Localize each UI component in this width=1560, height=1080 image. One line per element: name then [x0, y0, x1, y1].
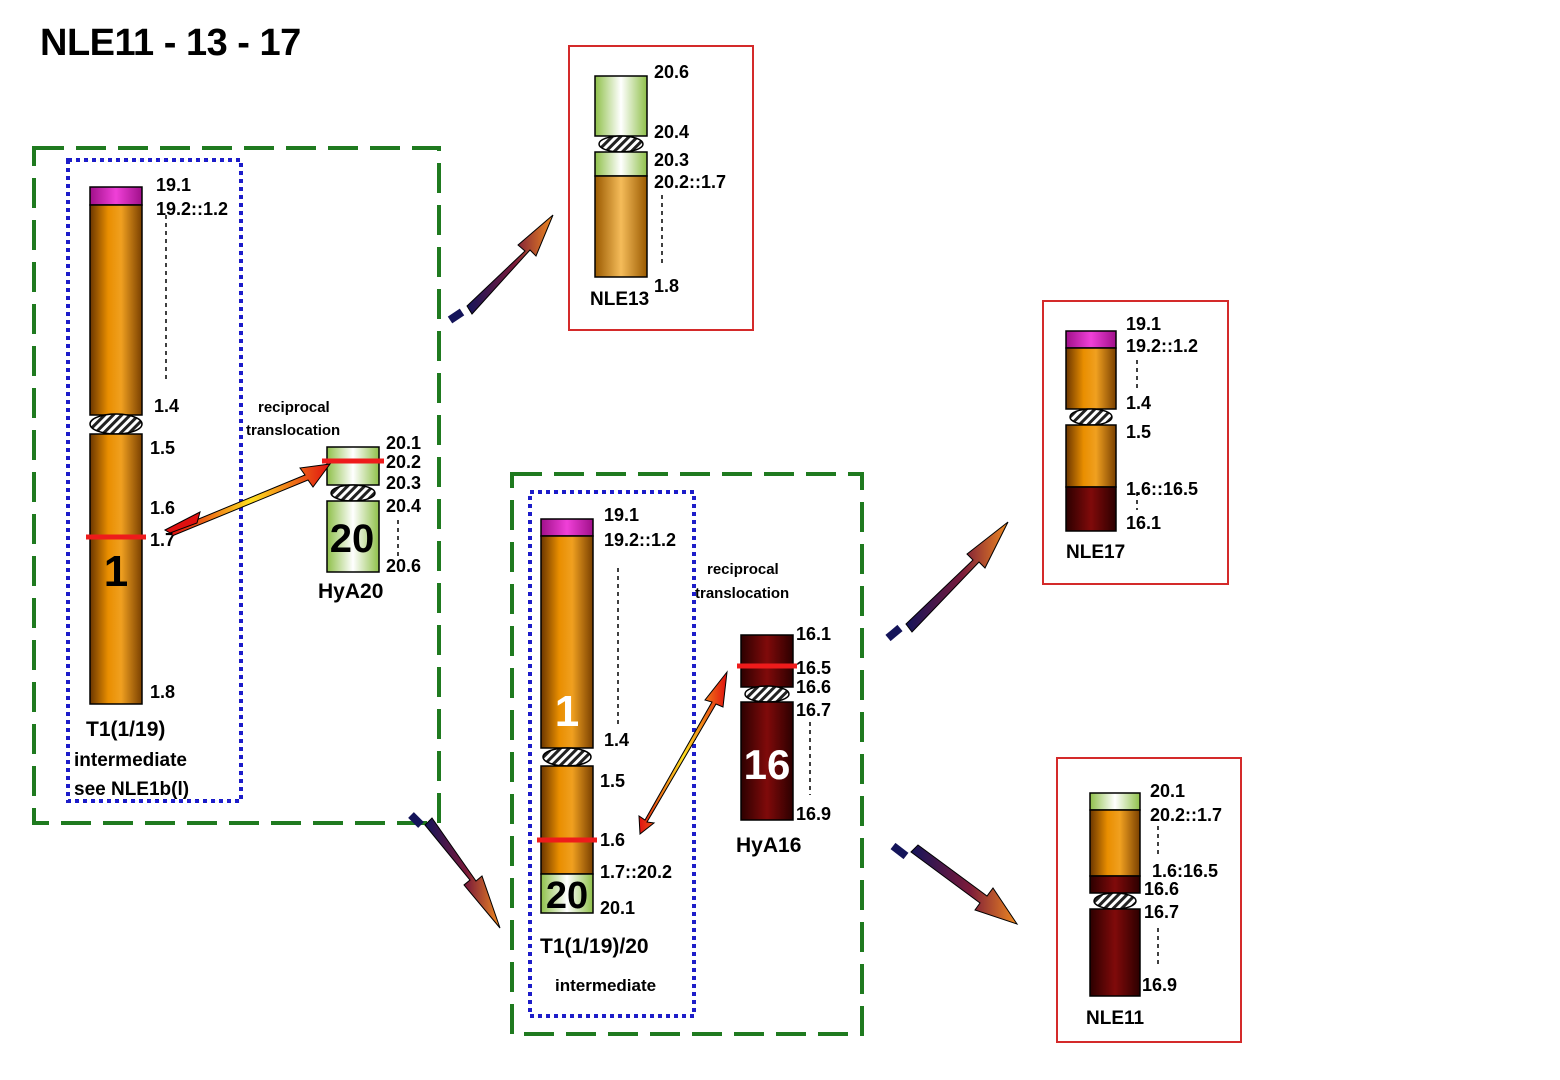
page-title: NLE11 - 13 - 17: [40, 22, 301, 64]
band-label: 19.2::1.2: [604, 530, 676, 550]
band-label: 1.6: [150, 498, 175, 518]
band-label: 19.1: [604, 505, 639, 525]
t1-band-labels: 19.1 19.2::1.2 1.4 1.5 1.6 1.7 1.8: [150, 175, 228, 702]
group-box-t1: [32, 146, 441, 825]
band-label: 1.5: [1126, 422, 1151, 442]
chr20-number: 20: [546, 875, 588, 917]
chromosome-nle13: [594, 75, 648, 278]
reciprocal-label: reciprocal: [258, 399, 330, 416]
band-label: 16.1: [796, 624, 831, 644]
chr20-number: 20: [330, 517, 375, 561]
band-label: 19.2::1.2: [156, 199, 228, 219]
band-label: 1.6: [600, 830, 625, 850]
translocation-label: translocation: [246, 422, 340, 439]
band-label: 19.1: [156, 175, 191, 195]
group-box-t1-inner: [66, 158, 243, 803]
band-label: 19.2::1.2: [1126, 336, 1198, 356]
band-label: 1.5: [150, 438, 175, 458]
result-box-nle17: [1042, 300, 1229, 585]
group-box-t120-inner: [528, 490, 696, 1018]
chr1-number: 1: [555, 687, 579, 736]
result-box-nle13: [568, 45, 754, 331]
chromosome-t1: [86, 186, 146, 705]
band-label: 1.7::20.2: [600, 862, 672, 882]
band-label: 20.1: [386, 433, 421, 453]
band-label: 16.6: [1144, 879, 1179, 899]
nle11-band-labels: 20.1 20.2::1.7 1.6:16.5 16.6 16.7 16.9: [1142, 781, 1222, 995]
nle13-caption: NLE13: [590, 289, 649, 310]
t1-caption-name: T1(1/19): [86, 718, 165, 741]
nle17-caption: NLE17: [1066, 542, 1125, 563]
chromosome-hya16: [737, 634, 797, 821]
band-label: 20.2: [386, 452, 421, 472]
band-label: 1.8: [150, 682, 175, 702]
progression-arrow-t120: [408, 812, 501, 929]
band-label: 1.6::16.5: [1126, 479, 1198, 499]
band-label: 19.1: [1126, 314, 1161, 334]
band-label: 1.5: [600, 771, 625, 791]
band-label: 20.2::1.7: [654, 172, 726, 192]
band-label: 1.4: [154, 396, 179, 416]
group-box-t120: [510, 472, 864, 1036]
band-label: 16.9: [796, 804, 831, 824]
band-label: 16.1: [1126, 513, 1161, 533]
band-label: 20.3: [654, 150, 689, 170]
hya20-caption: HyA20: [318, 580, 383, 603]
chr1-number: 1: [104, 547, 128, 596]
hya16-band-labels: 16.1 16.5 16.6 16.7 16.9: [796, 624, 831, 824]
band-label: 1.6:16.5: [1152, 861, 1218, 881]
progression-arrow-nle17: [885, 521, 1009, 642]
t120-band-labels: 19.1 19.2::1.2 1.4 1.5 1.6 1.7::20.2 20.…: [600, 505, 676, 918]
band-label: 1.7: [150, 530, 175, 550]
hya20-band-labels: 20.1 20.2 20.3 20.4 20.6: [386, 433, 421, 576]
band-label: 1.4: [1126, 393, 1151, 413]
band-label: 16.7: [796, 700, 831, 720]
t120-caption-name: T1(1/19)/20: [540, 935, 649, 958]
band-label: 16.6: [796, 677, 831, 697]
nle11-caption: NLE11: [1086, 1008, 1145, 1029]
progression-arrow-nle11: [890, 842, 1019, 925]
reciprocal-label: reciprocal: [707, 561, 779, 578]
chr16-number: 16: [744, 741, 791, 788]
translocation-arrow-1: [163, 463, 332, 537]
t120-caption-intermediate: intermediate: [555, 976, 656, 995]
nle17-band-labels: 19.1 19.2::1.2 1.4 1.5 1.6::16.5 16.1: [1126, 314, 1198, 533]
result-box-nle11: [1056, 757, 1242, 1043]
band-label: 16.5: [796, 658, 831, 678]
band-label: 20.4: [654, 122, 689, 142]
band-label: 16.9: [1142, 975, 1177, 995]
chromosome-hya20: [322, 446, 384, 573]
progression-arrow-nle13: [447, 214, 554, 324]
band-label: 20.6: [386, 556, 421, 576]
band-label: 20.6: [654, 62, 689, 82]
chromosome-nle11: [1089, 792, 1141, 997]
band-label: 1.4: [604, 730, 629, 750]
nle13-band-labels: 20.6 20.4 20.3 20.2::1.7 1.8: [654, 62, 726, 296]
chromosome-t120: [537, 518, 597, 914]
translocation-arrow-2: [638, 670, 728, 835]
band-label: 20.3: [386, 473, 421, 493]
band-label: 16.7: [1144, 902, 1179, 922]
chromosome-nle17: [1065, 330, 1117, 532]
translocation-label: translocation: [695, 585, 789, 602]
hya16-caption: HyA16: [736, 834, 801, 857]
band-label: 20.4: [386, 496, 421, 516]
band-label: 1.8: [654, 276, 679, 296]
t1-caption-intermediate: intermediate: [74, 750, 187, 771]
t1-caption-see: see NLE1b(l): [74, 779, 189, 800]
band-label: 20.1: [1150, 781, 1185, 801]
band-label: 20.2::1.7: [1150, 805, 1222, 825]
band-label: 20.1: [600, 898, 635, 918]
